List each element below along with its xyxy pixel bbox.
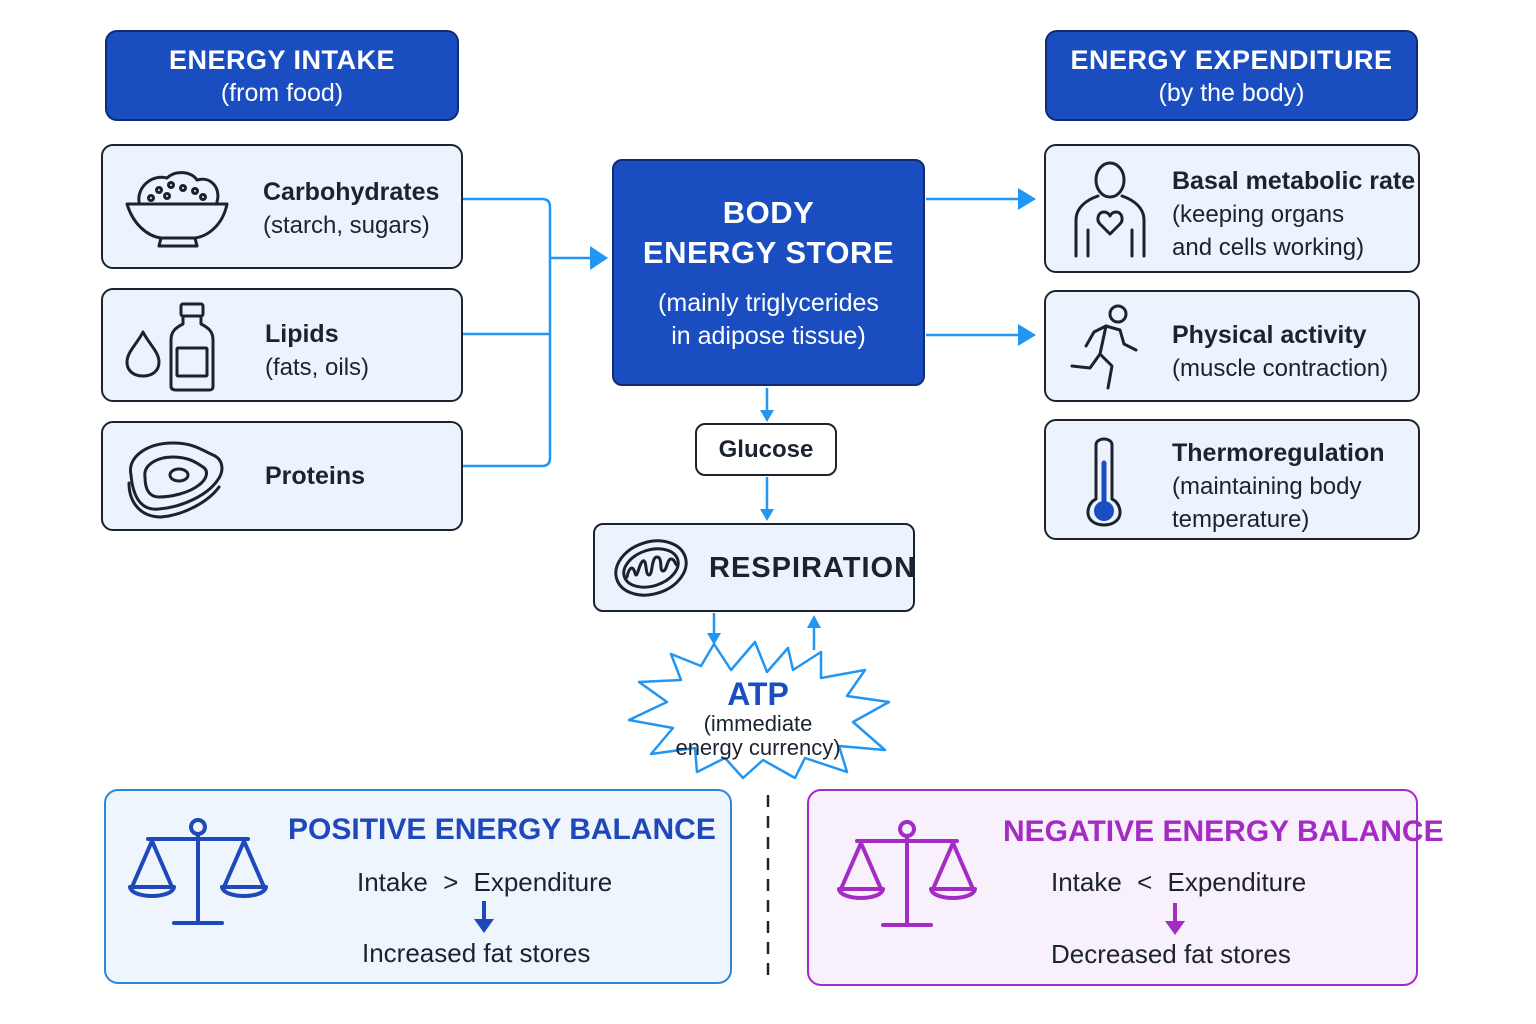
positive-down-arrow-icon [474, 901, 494, 933]
negative-balance-equation: Intake < Expenditure [1051, 867, 1306, 898]
thermoregulation-line1: (maintaining body [1172, 473, 1362, 500]
negative-eq-right: Expenditure [1167, 867, 1307, 897]
energy-expenditure-header: ENERGY EXPENDITURE (by the body) [1045, 30, 1418, 121]
rice-bowl-icon [125, 171, 229, 248]
expenditure-card-bmr: Basal metabolic rate (keeping organs and… [1044, 144, 1420, 273]
mitochondrion-icon [614, 539, 688, 597]
store-subtitle-line1: (mainly triglycerides [658, 289, 879, 317]
atp-burst-shape [627, 640, 891, 780]
positive-balance-result: Increased fat stores [362, 938, 591, 968]
atp-title: ATP [727, 676, 789, 712]
intake-header-subtitle: (from food) [220, 78, 344, 107]
respiration-box: RESPIRATION [593, 523, 915, 612]
bmr-line2: and cells working) [1172, 234, 1365, 261]
negative-balance-title: NEGATIVE ENERGY BALANCE [1003, 815, 1444, 848]
positive-eq-right: Expenditure [473, 867, 613, 897]
store-title-line2: ENERGY STORE [642, 235, 895, 270]
person-heart-icon [1074, 161, 1146, 258]
negative-scale-icon [837, 820, 977, 927]
expenditure-card-thermoregulation: Thermoregulation (maintaining body tempe… [1044, 419, 1420, 540]
positive-balance-title: POSITIVE ENERGY BALANCE [288, 813, 716, 846]
negative-eq-operator: < [1137, 867, 1153, 897]
atp-line1: (immediate [703, 711, 813, 736]
steak-icon [127, 441, 224, 519]
negative-energy-balance-panel: NEGATIVE ENERGY BALANCE Intake < Expendi… [807, 789, 1444, 986]
negative-eq-left: Intake [1051, 867, 1122, 897]
activity-line1: (muscle contraction) [1172, 355, 1389, 382]
respiration-label: RESPIRATION [709, 552, 917, 584]
thermoregulation-title: Thermoregulation [1172, 439, 1385, 467]
store-title-line1: BODY [722, 195, 815, 230]
negative-balance-result: Decreased fat stores [1051, 939, 1291, 969]
lipids-title: Lipids [265, 320, 339, 348]
bmr-title: Basal metabolic rate [1172, 167, 1416, 195]
expenditure-header-subtitle: (by the body) [1158, 78, 1305, 107]
intake-card-carbohydrates: Carbohydrates (starch, sugars) [101, 144, 463, 269]
glucose-label: Glucose [718, 435, 814, 463]
expenditure-header-title: ENERGY EXPENDITURE [1070, 44, 1393, 75]
thermoregulation-line2: temperature) [1172, 506, 1310, 533]
negative-down-arrow-icon [1165, 903, 1185, 935]
expenditure-card-activity: Physical activity (muscle contraction) [1044, 290, 1420, 402]
intake-card-lipids: Lipids (fats, oils) [101, 288, 463, 402]
store-subtitle-line2: in adipose tissue) [671, 322, 866, 350]
positive-scale-icon [128, 818, 268, 925]
activity-title: Physical activity [1172, 321, 1367, 349]
running-person-icon [1070, 304, 1138, 390]
intake-bracket-line [463, 197, 552, 468]
bmr-line1: (keeping organs [1172, 201, 1345, 228]
intake-card-proteins: Proteins [101, 421, 463, 531]
atp-line2: energy currency) [675, 735, 841, 760]
positive-eq-operator: > [443, 867, 459, 897]
positive-energy-balance-panel: POSITIVE ENERGY BALANCE Intake > Expendi… [104, 789, 732, 984]
lipids-subtitle: (fats, oils) [265, 354, 370, 381]
proteins-title: Proteins [265, 462, 366, 490]
intake-header-title: ENERGY INTAKE [168, 44, 396, 75]
oil-bottle-icon [125, 302, 215, 392]
positive-eq-left: Intake [357, 867, 428, 897]
body-energy-store: BODY ENERGY STORE (mainly triglycerides … [612, 159, 925, 386]
atp-label: ATP (immediate energy currency) [640, 676, 876, 760]
carbohydrates-subtitle: (starch, sugars) [263, 212, 430, 239]
energy-intake-header: ENERGY INTAKE (from food) [105, 30, 459, 121]
glucose-box: Glucose [695, 423, 837, 476]
carbohydrates-title: Carbohydrates [263, 178, 440, 206]
thermometer-icon [1086, 437, 1122, 527]
positive-balance-equation: Intake > Expenditure [357, 867, 612, 898]
